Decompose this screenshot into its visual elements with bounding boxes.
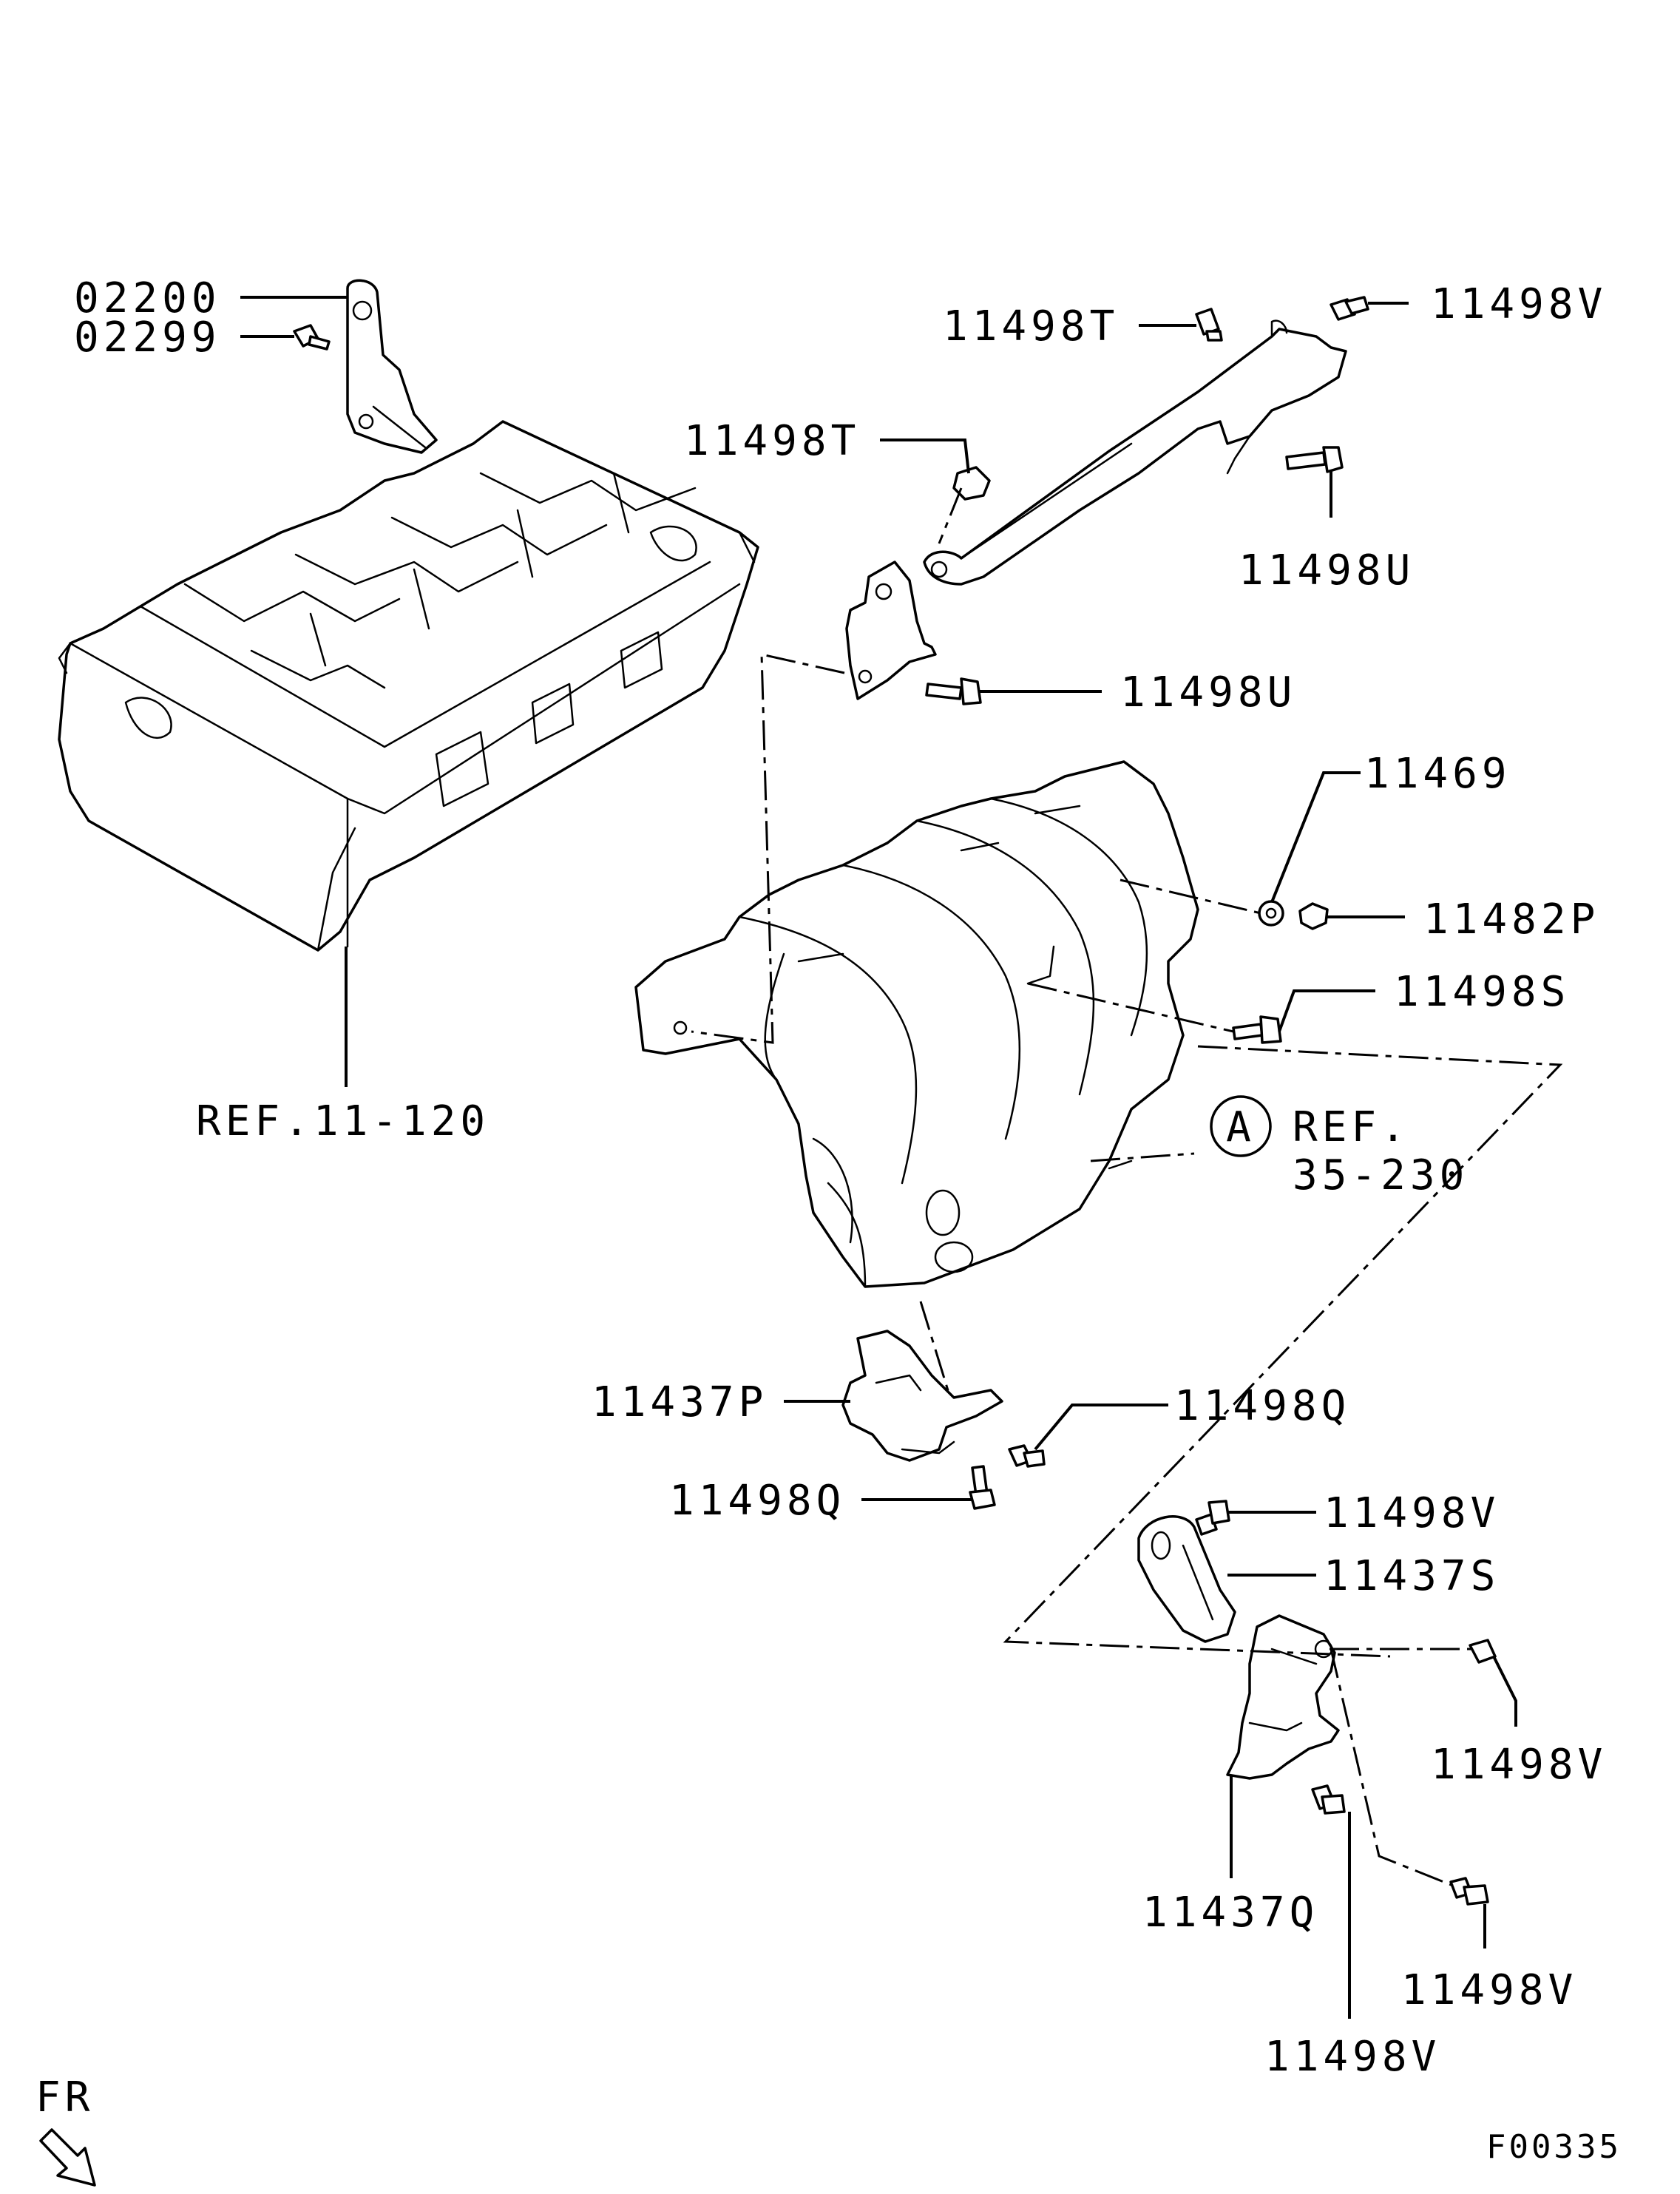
bracket-upper-right (923, 319, 1347, 586)
bolt-icon (293, 324, 331, 351)
bracket-11437q (1226, 1614, 1340, 1780)
reference-lines (691, 487, 1563, 1887)
label-ref-a-line1: REF. (1293, 1103, 1410, 1151)
bolt-11498v-right (1469, 1639, 1497, 1664)
nut-icon (1298, 902, 1329, 930)
bolt-11498v-mid (1195, 1500, 1230, 1536)
leader-lines (240, 296, 1517, 2019)
label-11482p: 11482P (1423, 895, 1599, 944)
arrow-down-right-icon (39, 2128, 96, 2187)
cylinder-head (58, 420, 759, 952)
bolt-11498t-top (1195, 308, 1223, 342)
label-ref-11-120: REF.11-120 (196, 1097, 490, 1145)
intake-manifold (634, 760, 1199, 1288)
label-02299: 02299 (74, 314, 221, 362)
label-11498v-bottom: 11498V (1264, 2033, 1440, 2081)
label-11498s: 11498S (1394, 968, 1570, 1016)
bolt-11498v-top (1330, 296, 1369, 321)
label-11498t-mid: 11498T (684, 417, 860, 465)
label-11498t-top: 11498T (943, 302, 1119, 351)
ref-a-letter: A (1226, 1103, 1256, 1151)
figure-code: F00335 (1486, 2128, 1622, 2166)
bracket-02200 (346, 279, 438, 454)
bolt-11498u-right (1285, 446, 1344, 473)
front-marker: FR (35, 2073, 96, 2187)
washer-icon (1258, 900, 1284, 927)
bracket-11437p (841, 1330, 1003, 1462)
bracket-11437s (1137, 1515, 1236, 1643)
label-11498q-right: 11498Q (1174, 1382, 1350, 1430)
label-11469: 11469 (1364, 750, 1511, 798)
reference-circle-a: A (1210, 1095, 1272, 1157)
bracket-small-upper (845, 561, 937, 700)
bolt-11498u-mid (925, 677, 982, 705)
bolt-11498v-low (1311, 1784, 1346, 1815)
label-11437q: 11437Q (1142, 1889, 1318, 1937)
bolt-11498v-bottom (1449, 1877, 1489, 1906)
bolt-11498s (1232, 1015, 1282, 1044)
nut-11498t-mid (952, 466, 991, 501)
label-11498v-top: 11498V (1431, 280, 1607, 328)
label-11498u-mid: 11498U (1120, 668, 1296, 717)
label-02200: 02200 (74, 274, 221, 322)
label-11437s: 11437S (1324, 1552, 1500, 1600)
label-11498u-right: 11498U (1239, 546, 1415, 595)
label-11498v-low: 11498V (1401, 1966, 1577, 2014)
label-11498v-mid: 11498V (1324, 1489, 1500, 1537)
bolt-11498q-left (969, 1465, 996, 1510)
label-11498v-right: 11498V (1431, 1741, 1607, 1789)
label-fr: FR (35, 2073, 94, 2122)
label-ref-a-line2: 35-230 (1293, 1151, 1469, 1199)
label-11498q-left: 11498Q (669, 1477, 845, 1525)
label-11437p: 11437P (592, 1378, 768, 1426)
bolt-11498q-right (1008, 1444, 1046, 1468)
